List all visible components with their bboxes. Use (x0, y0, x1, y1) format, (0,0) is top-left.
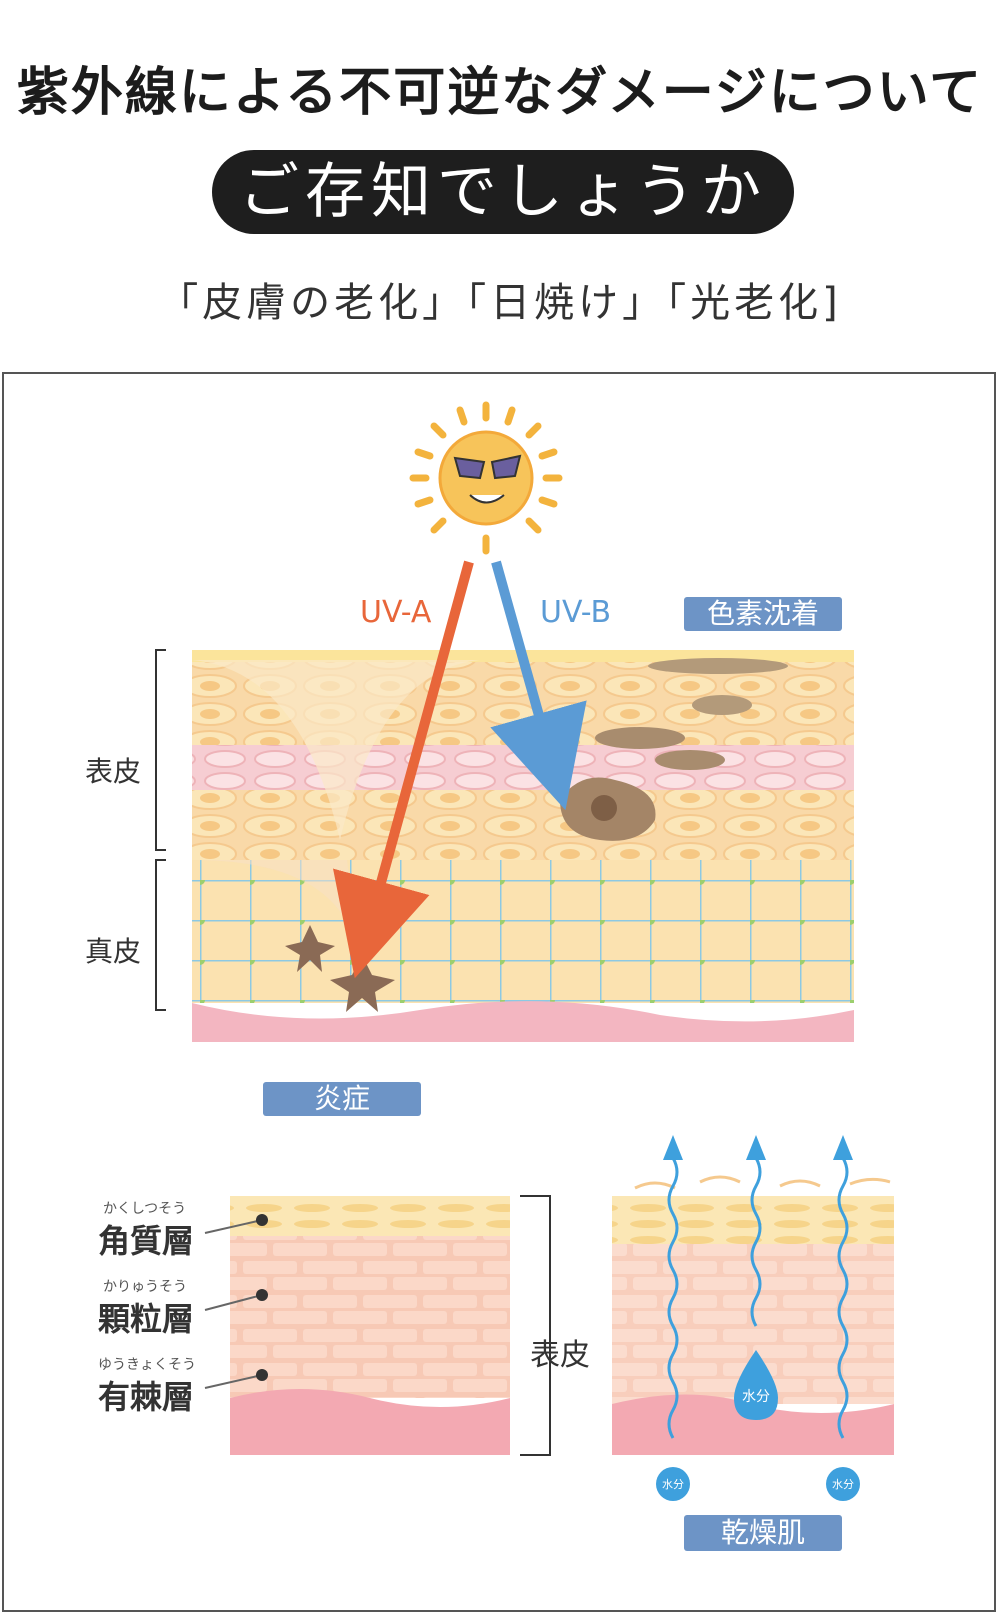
water-label-left: 水分 (662, 1478, 684, 1491)
layer-diagram (204, 1195, 551, 1456)
topic-list: 「皮膚の老化」「日焼け」「光老化] (158, 280, 842, 326)
epidermis-label: 表皮 (85, 755, 142, 788)
uvb-arrow (490, 560, 587, 811)
epidermis-bracket (155, 649, 166, 851)
layer-name-1: 角質層 (98, 1222, 195, 1260)
headline-pill: ご存知でしょうか (212, 150, 794, 234)
layer-reading-2: かりゅうそう (103, 1279, 187, 1295)
dermis-bracket (155, 859, 166, 1011)
dermis-label: 真皮 (85, 935, 142, 968)
uva-label: UV-A (360, 595, 432, 630)
layer-name-2: 顆粒層 (98, 1300, 195, 1338)
bottom-epidermis-label: 表皮 (530, 1338, 590, 1373)
dry-skin-diagram (612, 1135, 894, 1501)
layer-reading-1: かくしつそう (103, 1201, 187, 1217)
layer-reading-3: ゆうきょくそう (98, 1357, 196, 1373)
sun-icon (409, 401, 563, 555)
water-label-right: 水分 (832, 1478, 854, 1491)
water-label-center: 水分 (742, 1389, 770, 1405)
uva-arrow (333, 560, 474, 979)
layer-name-3: 有棘層 (98, 1378, 195, 1416)
headline: 紫外線による不可逆なダメージについて (16, 63, 984, 123)
inflammation-tag: 炎症 (263, 1082, 421, 1116)
top-skin-section (192, 650, 854, 1042)
pigmentation-tag: 色素沈着 (684, 597, 842, 631)
dry-skin-tag: 乾燥肌 (684, 1515, 842, 1551)
uvb-label: UV-B (540, 595, 612, 630)
